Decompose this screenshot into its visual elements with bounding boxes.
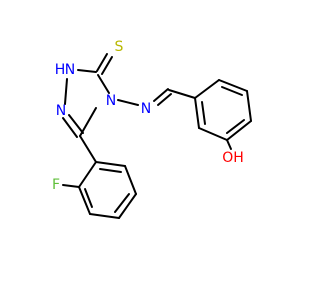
structure-canvas: S H N N N N F OH [52, 39, 252, 219]
bond-n-ch [153, 88, 169, 102]
bond-f3-f4-inner [114, 193, 130, 213]
bond-c3-s [96, 53, 108, 72]
bond-c5-f1 [79, 135, 97, 163]
bond-f1-f2-inner [99, 168, 122, 173]
bond-p2-p3-inner [221, 86, 243, 96]
ring-nh-hydrogen-label: H [55, 62, 66, 78]
bond-f5-f6-inner [84, 188, 93, 208]
phenol-ring [194, 79, 252, 150]
bond-c5-n1 [62, 117, 78, 138]
imine-nitrogen-label: N [141, 101, 151, 117]
bond-p4-p5 [226, 120, 252, 141]
ring-nh-nitrogen-label: N [65, 62, 75, 78]
sulfur-label: S [115, 39, 124, 55]
bond-f5-f6 [78, 186, 91, 215]
bond-p2-p3 [218, 79, 248, 92]
molecule-drawing: S H N N N N F OH [52, 39, 252, 219]
bond-p6-p1 [194, 97, 200, 129]
bond-p1-p2 [194, 79, 220, 99]
bond-p5-oh [226, 139, 232, 150]
bond-f6-fluorine [62, 184, 80, 188]
bond-f2-f3 [124, 165, 137, 195]
ring-nitrogen-substituted-label: N [106, 93, 116, 109]
bond-c5-n1-double [68, 114, 84, 134]
bond-p4-p5-inner [226, 119, 245, 134]
fluorine-label: F [52, 177, 60, 193]
bond-c3-n4 [97, 74, 110, 94]
ring-nitrogen-left-label: N [56, 103, 66, 119]
bond-f4-f5 [89, 213, 120, 219]
hydroxyl-label: OH [222, 150, 244, 166]
fluorophenyl-ring [62, 135, 137, 219]
bond-p5-p6 [198, 127, 228, 141]
bond-c3-s-double [101, 56, 113, 75]
bond-ch-ring [168, 89, 196, 99]
bond-n-ch-double [157, 93, 172, 106]
bond-p6-p1-inner [201, 101, 206, 125]
bond-n4-n-imine [117, 99, 139, 106]
bond-n2-c3 [77, 69, 97, 73]
imine-linker [117, 88, 196, 106]
bond-p3-p4 [246, 90, 252, 122]
bond-f3-f4 [118, 193, 137, 219]
bond-f6-f1 [78, 161, 97, 188]
bond-n1-n2 [64, 78, 68, 105]
triazole-ring [62, 53, 113, 138]
bond-f1-f2 [95, 161, 126, 167]
